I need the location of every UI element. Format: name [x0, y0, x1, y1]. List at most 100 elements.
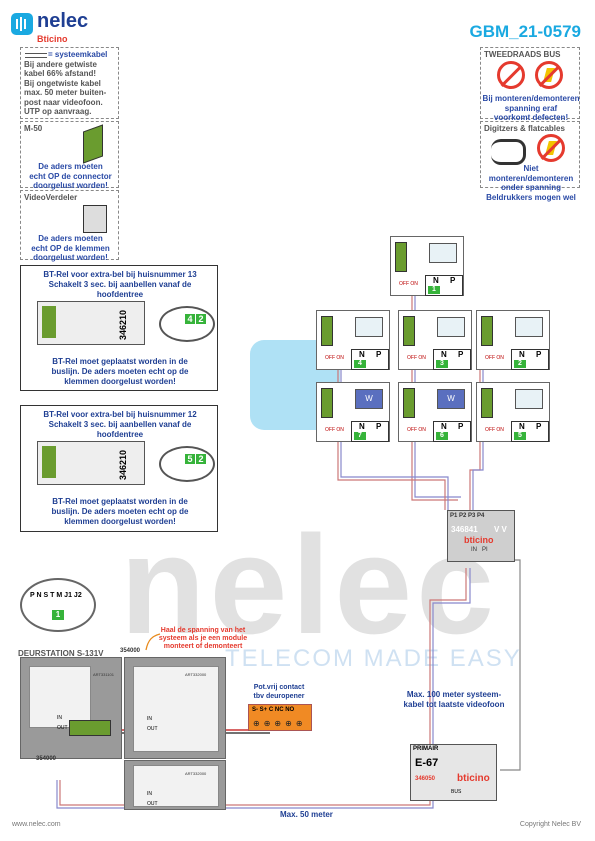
digitizers-line: onder spanning [501, 183, 561, 192]
contact-block: S- S+ C NC NO ⊕⊕⊕⊕⊕ [248, 704, 312, 731]
offon-switch: OFF ON [407, 427, 426, 433]
out-label: OUT [147, 726, 158, 732]
tweedraads-note: TWEEDRAADS BUS Bij monteren/demonteren s… [480, 47, 580, 122]
np-p: P [376, 350, 382, 359]
tweedraads-line: spanning eraf [504, 103, 558, 113]
power-supply: PRIMAIR E-67 346050 bticino BUS [410, 744, 497, 801]
contact-terminal: NC [274, 707, 284, 713]
videoverdeler-note: VideoVerdeler De aders moeten echt OP de… [20, 190, 119, 262]
relay-title-line: BT-Rel voor extra-bel bij huisnummer 12 [43, 410, 197, 419]
module-code: ART331101 [93, 672, 114, 677]
m50-line: De aders moeten [38, 162, 103, 171]
terminal-label: P [30, 592, 35, 599]
videophone-screen: W [437, 389, 465, 409]
cable-note-line: max. 50 meter buiten- [24, 88, 107, 97]
terminal-block-icon [69, 720, 111, 736]
offon-switch: OFF ON [399, 281, 418, 287]
m50-line: doorgelust worden! [33, 181, 108, 190]
relay-footer-line: BT-Rel moet geplaatst worden in de [52, 497, 188, 506]
videophone-screen [515, 389, 543, 409]
terminal-block-icon [42, 446, 56, 478]
out-label: OUT [147, 801, 158, 807]
terminal-label: J2 [73, 592, 82, 599]
door-terminal-zoom: P N S T M J1 J2 1 [20, 578, 96, 632]
digitizers-line: Niet monteren/demonteren [488, 164, 574, 183]
offon-switch: OFF ON [485, 355, 504, 361]
np-p: P [536, 350, 542, 359]
relay-box-12: BT-Rel voor extra-bel bij huisnummer 12 … [20, 405, 218, 532]
np-p: P [536, 422, 542, 431]
cable-note-line: kabel 66% afstand! [24, 69, 97, 78]
np-p: P [458, 350, 464, 359]
tweedraads-title: TWEEDRAADS BUS [484, 50, 561, 59]
warning-line: Haal de spanning van het [160, 627, 246, 634]
module-code: ART332000 [185, 771, 207, 776]
screw-row: ⊕⊕⊕⊕⊕ [253, 719, 307, 728]
np-p: P [376, 422, 382, 431]
relay-title-line: hoofdentree [96, 290, 144, 299]
videophone-screen [515, 317, 543, 337]
no-voltage-icon [535, 61, 563, 89]
footer-copyright: Copyright Nelec BV [519, 821, 581, 828]
terminal-block-icon [83, 205, 107, 233]
unit-number: 2 [514, 360, 526, 368]
camera-module [29, 666, 91, 728]
offon-switch: OFF ON [325, 355, 344, 361]
cable-note-line: UTP op aanvraag. [24, 107, 92, 116]
contact-terminal: S- [252, 707, 258, 713]
terminal-block-icon [403, 316, 415, 346]
module-code: ART332000 [185, 672, 207, 677]
videophone-screen [355, 317, 383, 337]
np-n: N [359, 422, 365, 431]
cable-note-line: Bij ongetwiste kabel [24, 78, 101, 88]
ps-primary-label: PRIMAIR [413, 746, 439, 752]
warning-line: systeem als je een module [158, 635, 248, 642]
digitizers-note: Digitzers & flatcables Niet monteren/dem… [480, 121, 580, 202]
terminal-label: J1 [64, 592, 72, 599]
relay-title-line: BT-Rel voor extra-bel bij huisnummer 13 [43, 270, 197, 279]
logo-icon [11, 13, 33, 35]
videoverdeler-line: echt OP de klemmen [31, 243, 110, 253]
out-label: OUT [57, 725, 68, 731]
contact-label: Pot.vrij contact tbv deuropener [248, 683, 310, 701]
cable-note-line: = systeemkabel [48, 50, 108, 59]
terminal-block-icon [395, 242, 407, 272]
brand-sub: Bticino [37, 34, 68, 44]
relay-footer-line: buslijn. De aders moeten echt op de [51, 507, 189, 516]
max100-line: kabel tot laatste videofoon [403, 700, 505, 709]
np-p: P [458, 422, 464, 431]
distributor-code: 346841 [451, 525, 478, 534]
warning-line: monteert of demonteert [163, 643, 243, 650]
cable-note-line: Bij andere getwiste [24, 59, 97, 69]
contact-title-line: Pot.vrij contact [253, 684, 305, 691]
videophone-screen [437, 317, 465, 337]
videoverdeler-title: VideoVerdeler [24, 193, 78, 202]
unit-number: 7 [354, 432, 366, 440]
button-module [133, 666, 219, 752]
ps-secondary: BUS [451, 789, 462, 795]
door-station-code-bottom: 354000 [36, 756, 57, 762]
tweedraads-line: Bij monteren/demonteren [482, 94, 580, 103]
distributor-in: IN [471, 547, 477, 553]
relay-num2: 2 [196, 314, 206, 324]
terminal-block-icon [321, 316, 333, 346]
unit-number: 3 [436, 360, 448, 368]
relay-title-line: hoofdentree [96, 430, 144, 439]
terminal-label: N [36, 592, 42, 599]
max100-note: Max. 100 meter systeem- kabel tot laatst… [384, 690, 524, 710]
video-distributor: P1 P2 P3 P4 346841 V V bticino IN PI [447, 510, 515, 562]
distributor-brand: bticino [464, 535, 494, 545]
terminal-label: T [50, 592, 55, 599]
cable-note: = systeemkabel Bij andere getwiste kabel… [20, 47, 119, 119]
digitizers-title: Digitzers & flatcables [484, 124, 565, 133]
brand-logo: nelec Bticino [11, 10, 101, 45]
relay-num: 4 [185, 314, 195, 324]
distributor-pi: PI [482, 547, 488, 553]
document-id: GBM_21-0579 [469, 22, 581, 41]
